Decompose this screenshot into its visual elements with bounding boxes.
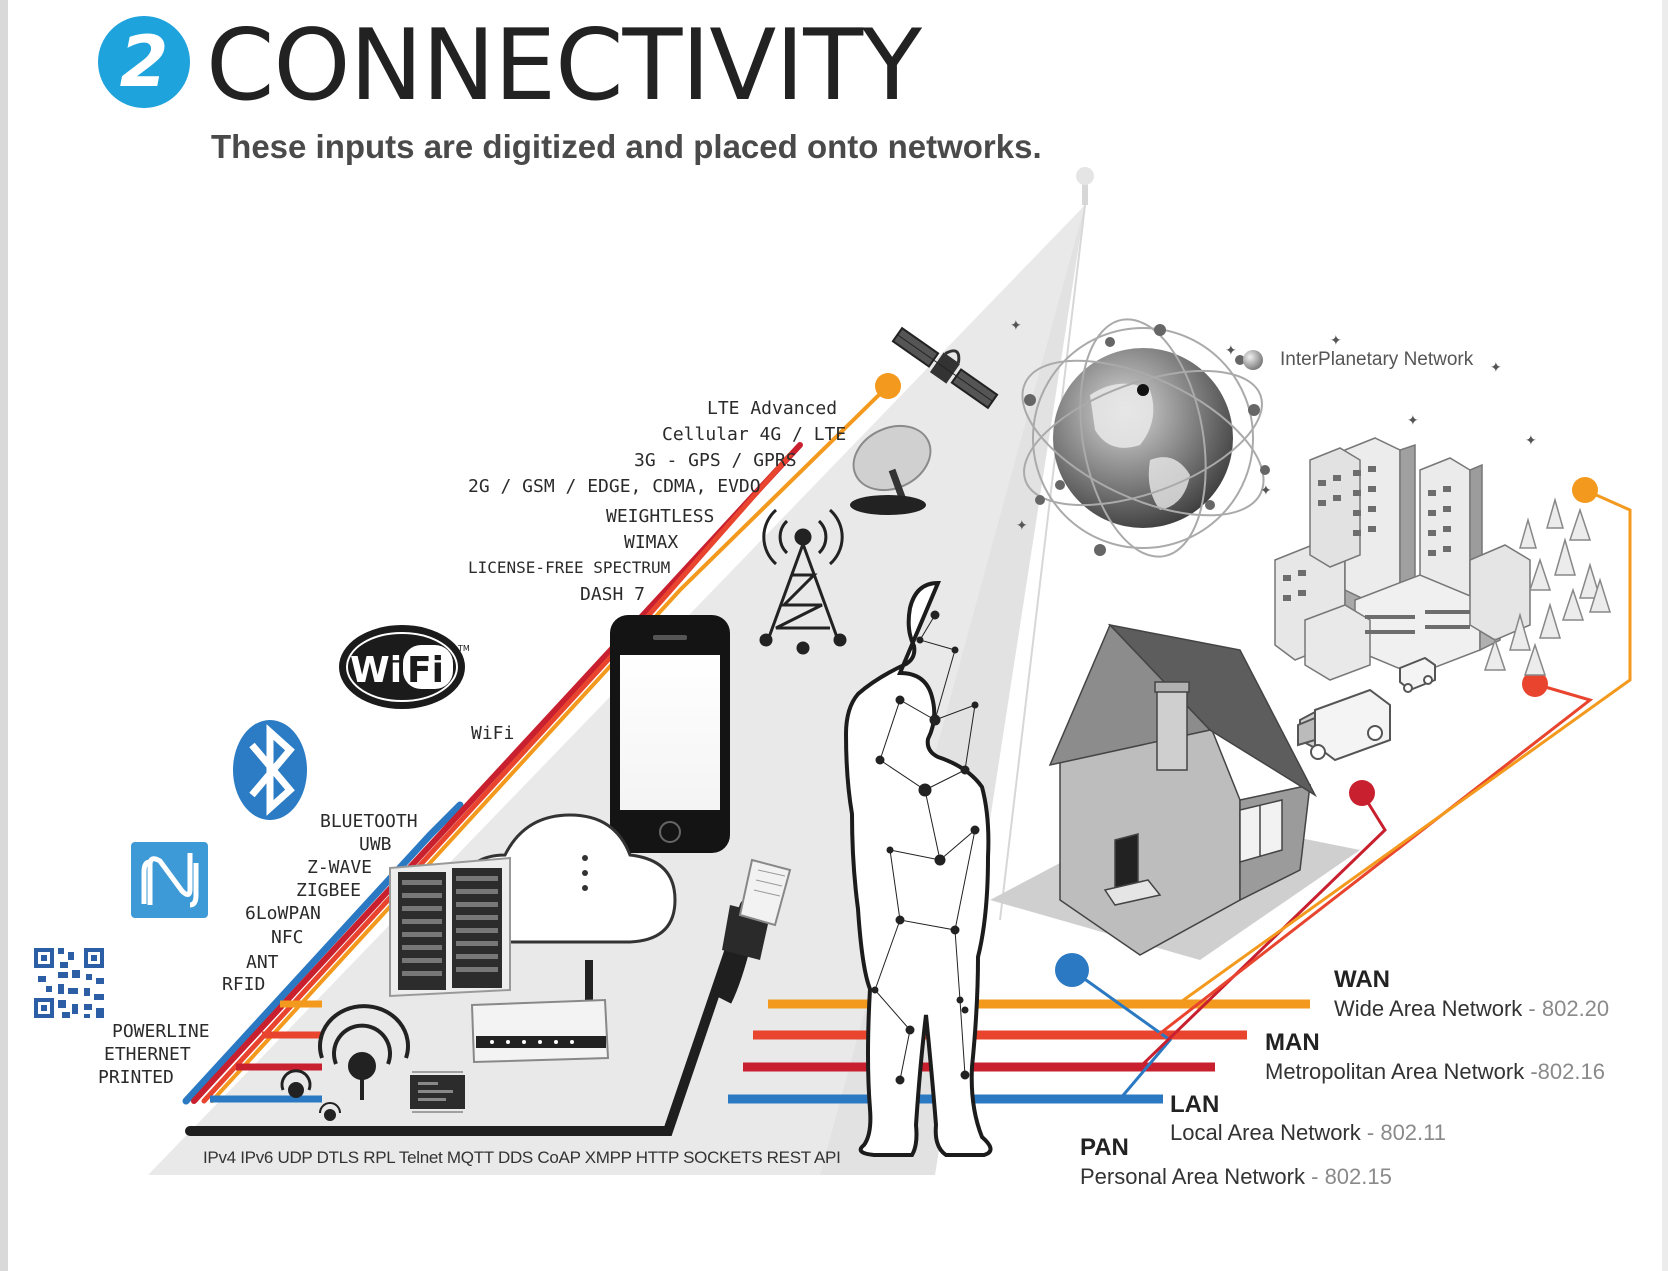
- delivery-truck-icon: [1297, 656, 1436, 762]
- ethernet-cable-icon: [716, 858, 792, 1004]
- rfid-chip-icon: [410, 1071, 465, 1113]
- smartphone-icon: [610, 615, 730, 853]
- interplanetary-node: [1243, 350, 1263, 370]
- globe-icon: [1021, 318, 1270, 558]
- label-uwb: UWB: [359, 834, 392, 855]
- cloud-dots: [582, 855, 588, 891]
- city-buildings-icon: [1274, 437, 1531, 681]
- cell-tower-icon: [759, 508, 847, 655]
- label-dash7: DASH 7: [580, 584, 646, 605]
- wan-abbr: WAN: [1334, 966, 1390, 993]
- lan-node: [1349, 780, 1375, 806]
- label-ethernet: ETHERNET: [104, 1044, 191, 1065]
- wan-name-text: Wide Area Network: [1334, 996, 1523, 1021]
- label-printed: PRINTED: [98, 1067, 174, 1088]
- wan-code: - 802.20: [1528, 996, 1610, 1021]
- svg-text:✦: ✦: [1490, 359, 1502, 375]
- tree-icons: [1483, 497, 1612, 676]
- label-2g: 2G / GSM / EDGE, CDMA, EVDO: [468, 476, 761, 497]
- label-weightless: WEIGHTLESS: [606, 506, 715, 527]
- man-node: [1522, 671, 1548, 697]
- wired-line: [185, 900, 750, 1136]
- label-nfc: NFC: [271, 927, 304, 948]
- wifi-logo-wi: Wi: [350, 650, 402, 691]
- protocol-list: IPv4 IPv6 UDP DTLS RPL Telnet MQTT DDS C…: [203, 1148, 841, 1167]
- router-icon: [470, 960, 610, 1064]
- lan-abbr: LAN: [1170, 1091, 1220, 1118]
- lan-code: - 802.11: [1366, 1120, 1446, 1145]
- network-lines: [728, 999, 1310, 1104]
- lan-name-text: Local Area Network: [1170, 1120, 1361, 1145]
- star-marks: ✦ ✦ ✦ ✦ ✦ ✦ ✦ ✦: [1010, 317, 1537, 533]
- man-name-text: Metropolitan Area Network: [1265, 1059, 1525, 1084]
- page-edge: [0, 0, 8, 1271]
- qr-code-icon: [34, 948, 104, 1018]
- label-cellular-4g: Cellular 4G / LTE: [662, 424, 847, 445]
- wan-diagonal: [210, 384, 890, 1103]
- man-name: Metropolitan Area Network -802.16: [1265, 1059, 1605, 1085]
- page-subtitle: These inputs are digitized and placed on…: [211, 128, 1042, 165]
- person-network-icon: [843, 580, 993, 1157]
- bluetooth-logo-icon: [233, 720, 307, 820]
- nfc-logo-icon: [131, 842, 208, 918]
- satellite-icon: [891, 326, 999, 410]
- pan-name: Personal Area Network - 802.15: [1080, 1164, 1392, 1190]
- top-node: [1076, 167, 1094, 185]
- lte-node: [875, 373, 901, 399]
- wifi-logo-icon: Wi Fi TM: [339, 625, 470, 709]
- server-rack-icon: [389, 856, 511, 998]
- label-powerline: POWERLINE: [112, 1021, 210, 1042]
- interplanetary-label: InterPlanetary Network: [1280, 349, 1474, 370]
- pan-diagonal: [182, 801, 464, 1105]
- wan-node: [1572, 477, 1598, 503]
- svg-text:✦: ✦: [1016, 517, 1028, 533]
- man-abbr: MAN: [1265, 1029, 1320, 1056]
- house-icon: [990, 623, 1360, 960]
- man-code: -802.16: [1530, 1059, 1605, 1084]
- svg-text:✦: ✦: [1330, 332, 1342, 348]
- label-ant: ANT: [246, 952, 279, 973]
- signal-waves-icon: [280, 1004, 410, 1121]
- svg-text:✦: ✦: [1407, 412, 1419, 428]
- pan-node: [1055, 953, 1089, 987]
- section-number-badge: 2: [98, 16, 190, 108]
- pan-code: - 802.15: [1311, 1164, 1392, 1189]
- label-lte-advanced: LTE Advanced: [707, 398, 838, 419]
- pan-name-text: Personal Area Network: [1080, 1164, 1305, 1189]
- label-6lowpan: 6LoWPAN: [245, 903, 321, 924]
- label-rfid: RFID: [222, 974, 266, 995]
- svg-text:✦: ✦: [1260, 482, 1272, 498]
- network-connectors: [1071, 488, 1632, 1100]
- svg-text:✦: ✦: [1010, 317, 1022, 333]
- person-network-dots: [871, 610, 980, 1085]
- pan-abbr: PAN: [1080, 1134, 1129, 1161]
- wifi-logo-tm: TM: [457, 644, 470, 653]
- label-license-free: LICENSE-FREE SPECTRUM: [468, 558, 671, 577]
- wifi-logo-fi: Fi: [407, 650, 444, 691]
- svg-text:✦: ✦: [1525, 432, 1537, 448]
- label-bluetooth: BLUETOOTH: [320, 811, 418, 832]
- wired-stubs: [210, 1000, 322, 1103]
- page-title: CONNECTIVITY: [206, 9, 922, 123]
- label-wifi: WiFi: [471, 723, 515, 744]
- label-3g: 3G - GPS / GPRS: [634, 450, 797, 471]
- page-edge: [1662, 0, 1668, 1271]
- lan-name: Local Area Network - 802.11: [1170, 1120, 1446, 1146]
- satellite-dish-icon: [850, 424, 932, 515]
- label-zigbee: ZIGBEE: [296, 880, 362, 901]
- wan-name: Wide Area Network - 802.20: [1334, 996, 1609, 1022]
- svg-text:✦: ✦: [1225, 342, 1237, 358]
- label-wimax: WIMAX: [624, 532, 679, 553]
- label-zwave: Z-WAVE: [307, 857, 373, 878]
